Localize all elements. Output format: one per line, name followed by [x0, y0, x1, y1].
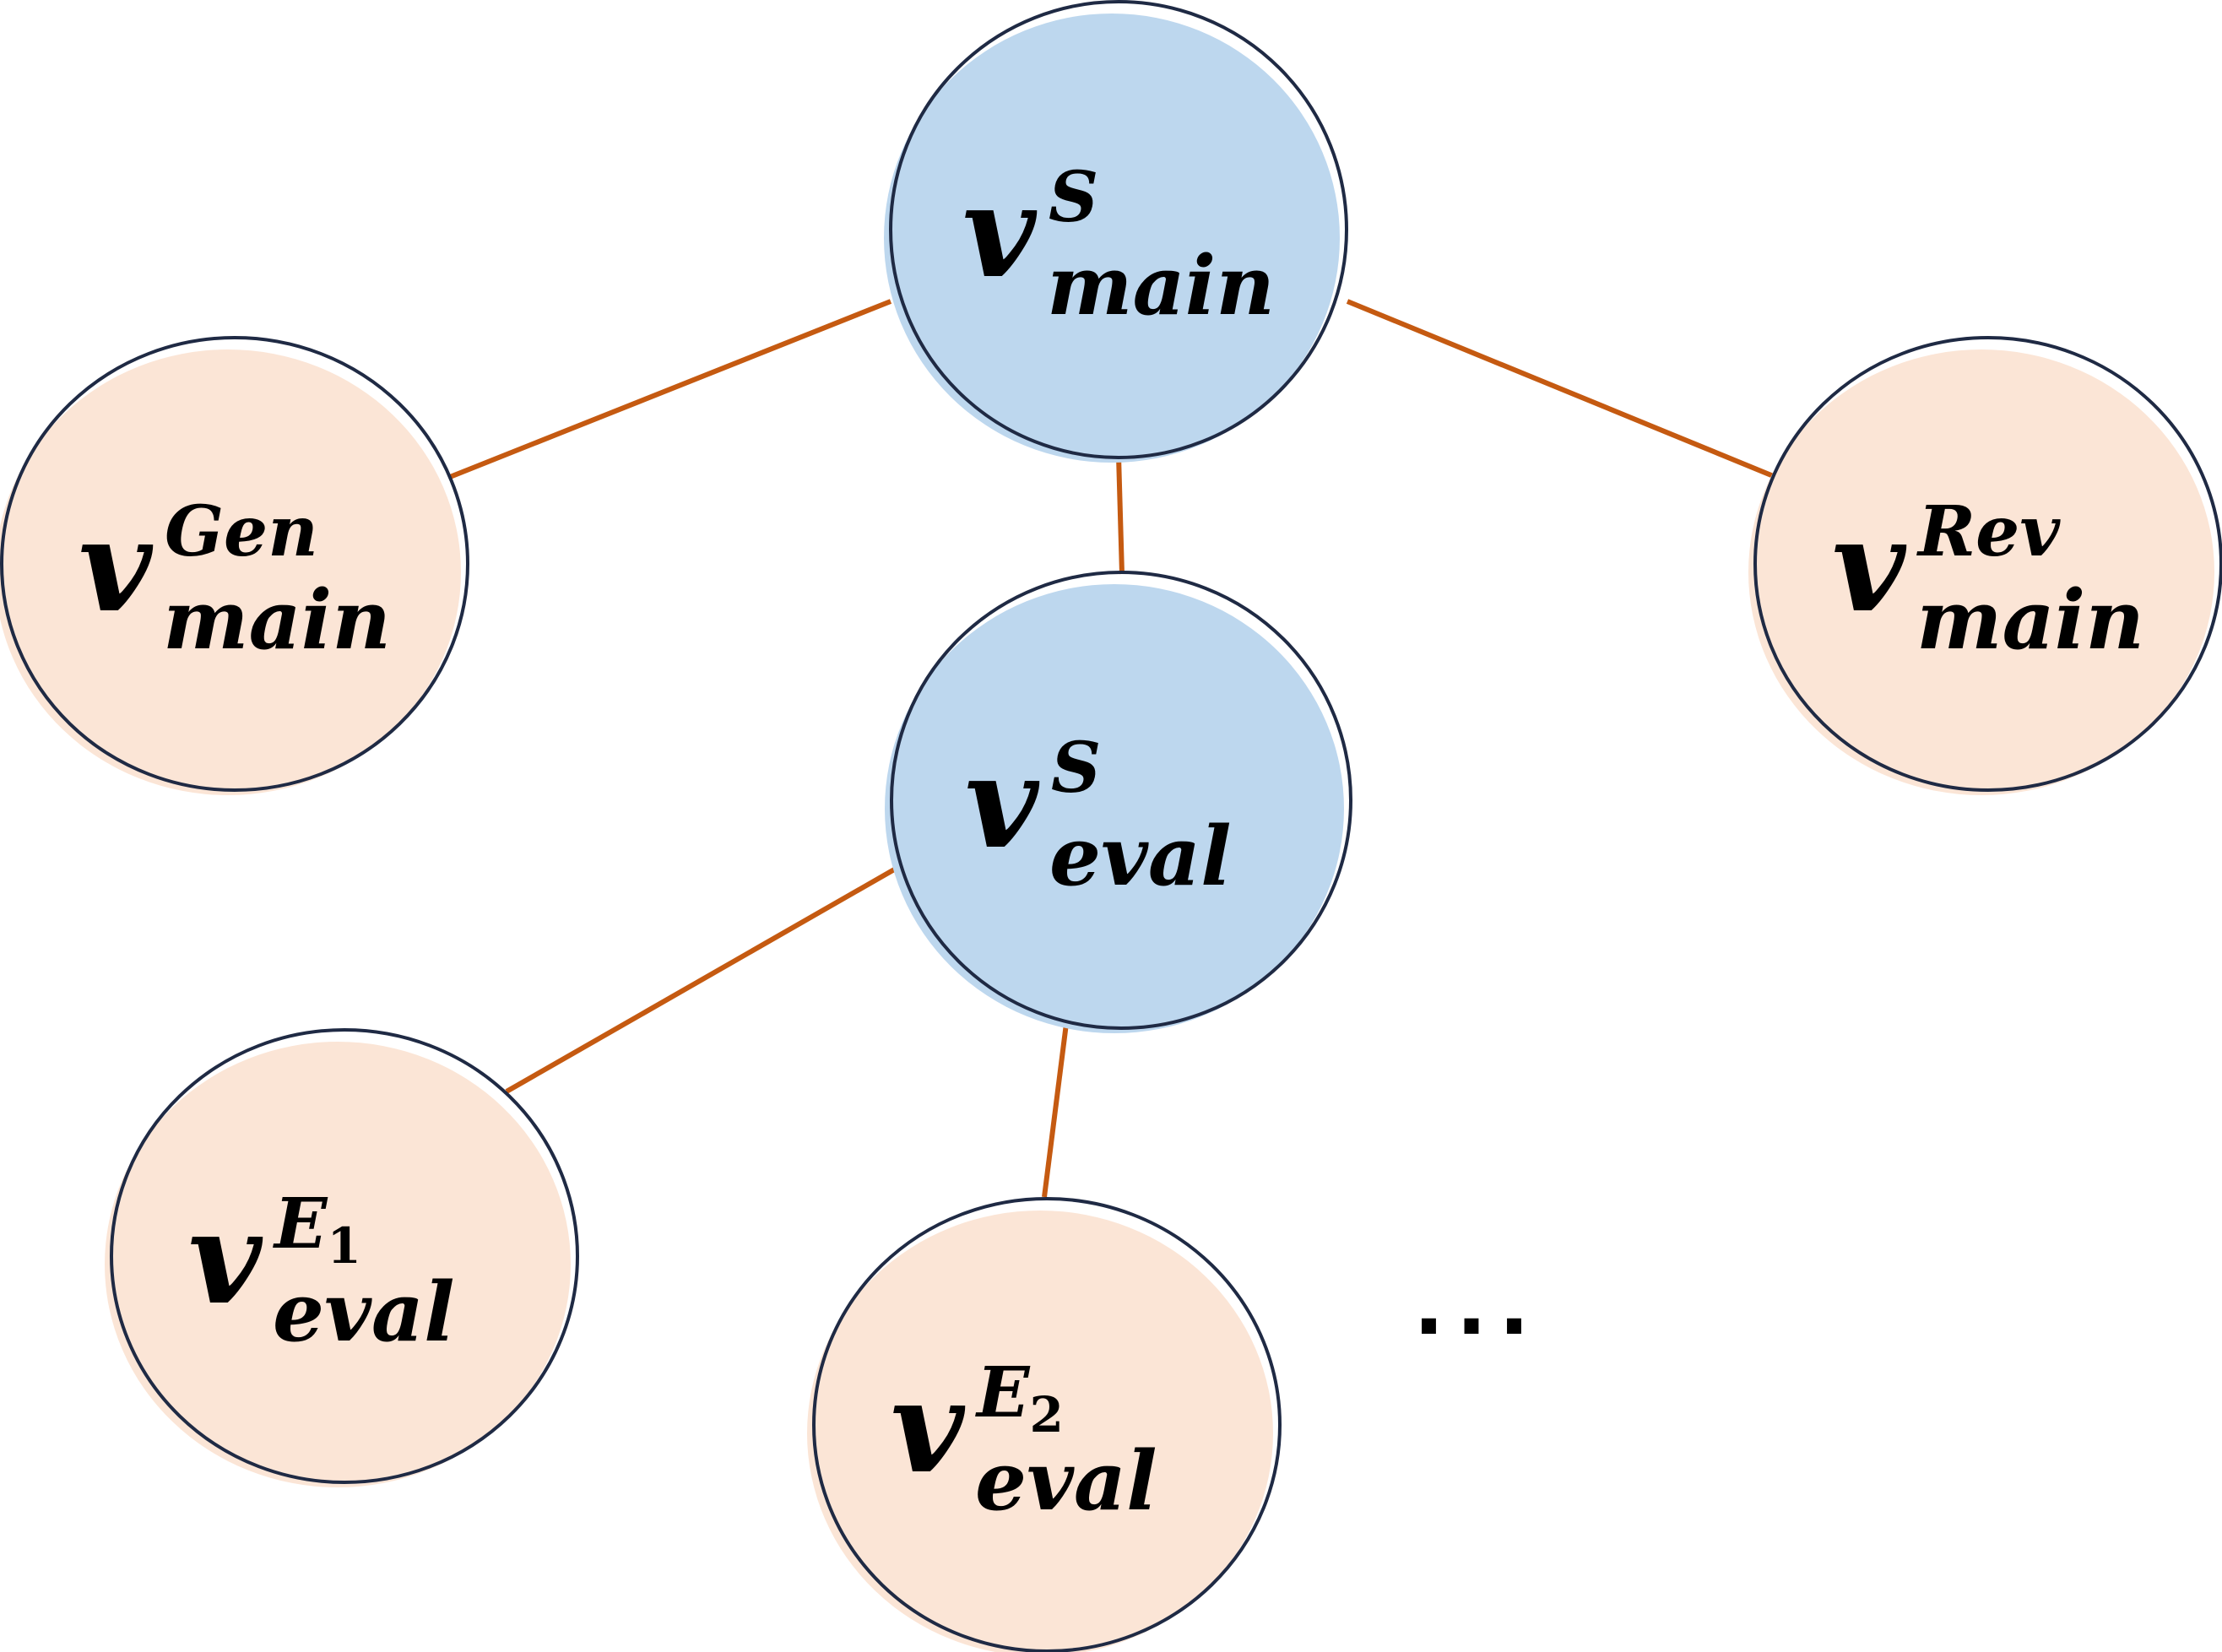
- node-label-subscript: eval: [273, 1265, 455, 1360]
- node-fill: [807, 1211, 1273, 1652]
- node-fill: [105, 1042, 571, 1487]
- edge-eval-s-to-eval-e1: [505, 863, 903, 1094]
- node-label-base: v: [962, 158, 1038, 306]
- node-label-base: v: [188, 1184, 263, 1333]
- edge-main-s-to-eval-s: [1116, 455, 1125, 575]
- node-fill: [885, 584, 1344, 1033]
- node-outline: [812, 1197, 1282, 1652]
- node-outline: [889, 0, 1348, 459]
- node-label-superscript: Rev: [1916, 491, 2061, 572]
- node-outline: [1753, 336, 2222, 792]
- node-fill: [1748, 349, 2214, 795]
- node-label-subscript: main: [1916, 572, 2144, 668]
- node-label-superscript-index: 1: [328, 1217, 361, 1275]
- edge-main-s-to-main-rev: [1346, 299, 1777, 479]
- node-label-superscript-index: 2: [1030, 1386, 1064, 1443]
- node-label-subscript: eval: [975, 1433, 1157, 1529]
- edge-main-s-to-main-gen: [448, 299, 892, 479]
- node-fill: [0, 349, 461, 795]
- node-label-superscript: Gen: [165, 491, 318, 572]
- node-fill: [884, 14, 1340, 463]
- node-label-superscript: S: [1049, 157, 1098, 238]
- node-label-superscript: E1: [273, 1183, 361, 1275]
- node-outline: [110, 1028, 579, 1484]
- node-label-base: v: [965, 729, 1040, 877]
- node-label-superscript: S: [1051, 728, 1101, 809]
- edge-eval-s-to-eval-e2: [1042, 1010, 1070, 1198]
- ellipsis-text: ...: [1413, 1259, 1541, 1353]
- node-label-base: v: [79, 492, 154, 641]
- node-label-base: v: [891, 1353, 966, 1502]
- node-label-subscript: eval: [1049, 809, 1232, 904]
- node-outline: [0, 336, 469, 792]
- edges-layer: [448, 299, 1777, 1198]
- node-label-subscript: main: [163, 572, 391, 668]
- node-label-base: v: [1832, 492, 1907, 641]
- node-outline: [890, 571, 1352, 1030]
- node-label-subscript: main: [1047, 238, 1275, 333]
